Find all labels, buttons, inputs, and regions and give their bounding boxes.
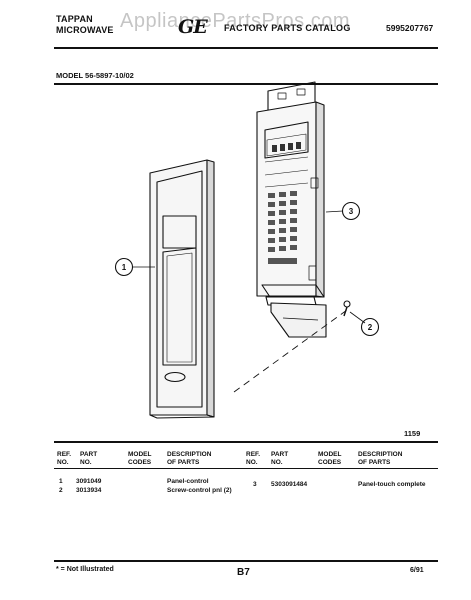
row-1-ref: 1: [59, 478, 63, 485]
row-2-part: 3013934: [76, 487, 102, 494]
catalog-title: FACTORY PARTS CATALOG: [224, 23, 351, 33]
row-3-desc: Panel-touch complete: [358, 481, 426, 488]
leader-line-2: [349, 311, 366, 324]
row-1-desc: Panel-control: [167, 478, 209, 485]
callout-circle-2: [360, 317, 380, 337]
keypad-grid: [268, 191, 297, 264]
table-header-rule: [54, 468, 438, 469]
col-model-right: MODEL CODES: [318, 451, 342, 466]
callout-circle-1: [114, 257, 134, 277]
row-3-ref: 3: [253, 481, 257, 488]
figure-number: 1159: [404, 429, 421, 438]
page-number: B7: [237, 567, 250, 578]
brand-block: TAPPAN MICROWAVE: [56, 14, 114, 36]
col-desc-left: DESCRIPTION OF PARTS: [167, 451, 212, 466]
table-rule-top: [54, 441, 438, 443]
row-2-desc: Screw-control pnl (2): [167, 487, 232, 494]
col-part-right: PART NO.: [271, 451, 289, 466]
col-model-left: MODEL CODES: [128, 451, 152, 466]
touch-panel-part: [256, 81, 351, 338]
col-desc-right: DESCRIPTION OF PARTS: [358, 451, 403, 466]
footer-rule: [54, 560, 438, 562]
callout-label-2: 2: [368, 323, 373, 332]
catalog-number: 5995207767: [386, 23, 434, 33]
brand-line-1: TAPPAN: [56, 14, 93, 24]
col-ref-left: REF. NO.: [57, 451, 72, 466]
brand-line-2: MICROWAVE: [56, 25, 114, 35]
col-part-left: PART NO.: [80, 451, 98, 466]
print-date: 6/91: [410, 567, 424, 574]
callout-label-3: 3: [349, 207, 354, 216]
footnote: * = Not Illustrated: [56, 566, 114, 573]
watermark: AppliancePartsPros.com: [120, 10, 350, 32]
callout-circle-3: [341, 201, 361, 221]
row-3-part: 5303091484: [271, 481, 308, 488]
display-digits: [272, 142, 301, 152]
control-panel-part: [149, 159, 215, 419]
header-rule: [54, 47, 438, 49]
row-2-ref: 2: [59, 487, 63, 494]
callout-label-1: 1: [122, 263, 127, 272]
col-ref-right: REF. NO.: [246, 451, 261, 466]
row-1-part: 3091049: [76, 478, 102, 485]
leader-line-3: [325, 210, 344, 213]
model-line: MODEL 56-5897-10/02: [56, 71, 134, 80]
model-rule: [54, 83, 438, 85]
manufacturer-logo: GE: [178, 16, 208, 38]
